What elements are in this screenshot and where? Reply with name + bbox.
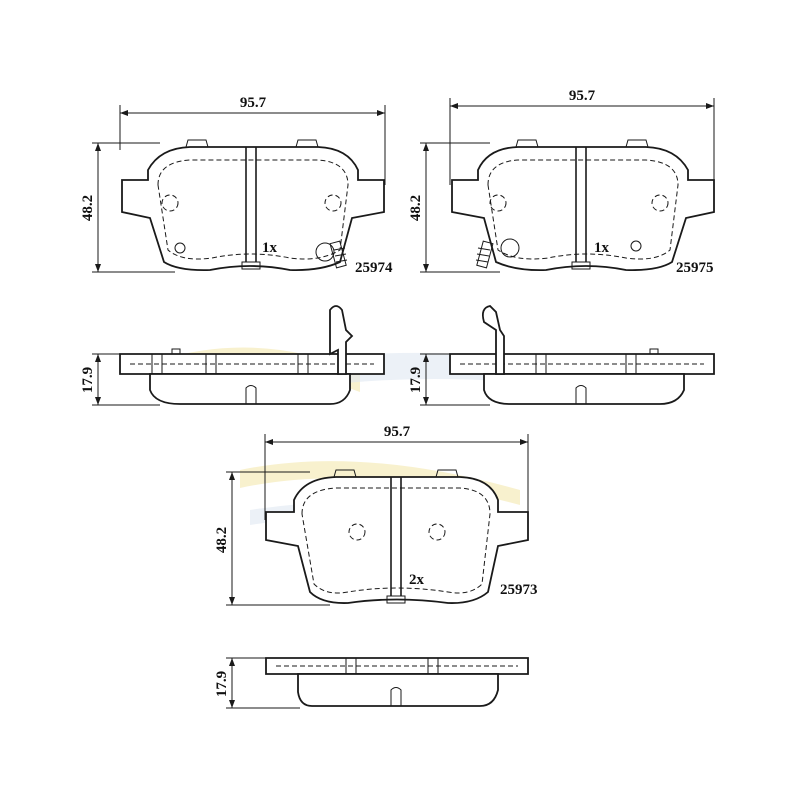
pad-25973-thickness: 17.9: [214, 671, 230, 697]
pad-25975-thickness: 17.9: [408, 367, 424, 393]
pad-25974-front-view: 95.7 48.2 1x 25974: [80, 95, 393, 276]
pad-25975-quantity: 1x: [594, 240, 610, 256]
pad-25974-quantity: 1x: [262, 240, 278, 256]
pad-25975-front-view: 95.7 48.2 1x 25975: [408, 88, 715, 276]
pad-25975-width: 95.7: [569, 88, 596, 104]
pad-25974-height: 48.2: [80, 195, 96, 221]
pad-25975-height: 48.2: [408, 195, 424, 221]
pad-25973-part-number: 25973: [500, 582, 538, 598]
wear-sensor-icon: [475, 238, 520, 269]
pad-25975-part-number: 25975: [676, 260, 714, 276]
wear-sensor-icon: [315, 240, 348, 269]
pad-25974-width: 95.7: [240, 95, 267, 111]
pad-25973-width: 95.7: [384, 424, 411, 440]
pad-25974-part-number: 25974: [355, 260, 393, 276]
pad-25973-height: 48.2: [214, 527, 230, 553]
pad-25974-side-view: 17.9: [80, 305, 385, 406]
pad-25973-side-view: 17.9: [214, 657, 529, 709]
pad-25973-front-view: 95.7 48.2 2x 25973: [214, 424, 538, 606]
pad-25973-quantity: 2x: [409, 572, 425, 588]
pad-25974-thickness: 17.9: [80, 367, 96, 393]
pad-25975-side-view: 17.9: [408, 305, 715, 406]
